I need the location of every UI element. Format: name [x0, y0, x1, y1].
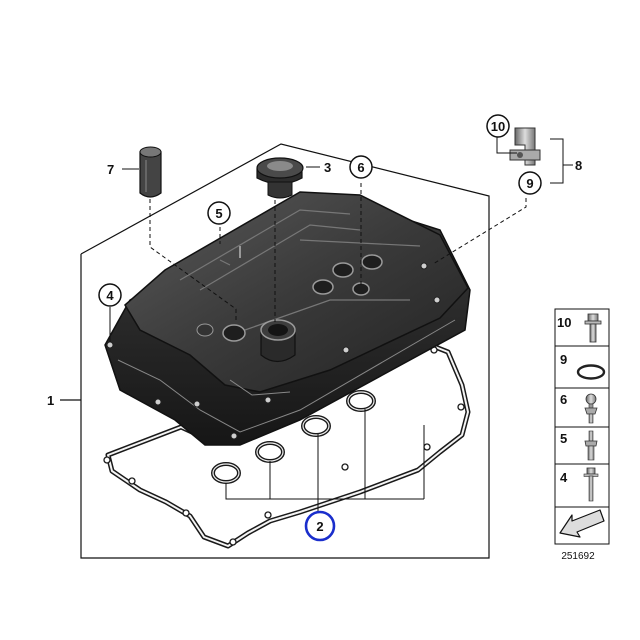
- screw-icon: [583, 467, 599, 502]
- o-ring-icon: [576, 364, 606, 380]
- callout-1: 1: [47, 393, 54, 408]
- legend-num-4: 4: [560, 470, 568, 485]
- bolt-with-washer-icon: [584, 313, 602, 343]
- legend-num-9: 9: [560, 352, 567, 367]
- reference-number: 251692: [561, 551, 595, 562]
- callout-10: 10: [491, 119, 505, 134]
- callout-circles: [98, 114, 542, 307]
- callout-3: 3: [324, 160, 331, 175]
- arrow-down-left-icon: [559, 509, 605, 538]
- part-10-bracket: [509, 127, 541, 166]
- legend-num-6: 6: [560, 392, 567, 407]
- legend-num-10: 10: [557, 315, 571, 330]
- callout-2: 2: [316, 519, 323, 534]
- callout-8: 8: [575, 158, 582, 173]
- assembly-frame: [60, 143, 490, 559]
- dashed-leader-lines: [149, 183, 527, 323]
- parts-legend: 10 9 6 5 4: [554, 308, 610, 545]
- legend-num-5: 5: [560, 431, 567, 446]
- ball-stud-icon: [584, 393, 598, 424]
- seal-rings: [211, 390, 376, 484]
- callout-6: 6: [357, 160, 364, 175]
- oil-filler-neck: [260, 319, 296, 363]
- callout-7: 7: [107, 162, 114, 177]
- callout-5: 5: [215, 206, 222, 221]
- leader-lines: [109, 137, 573, 513]
- callout-4: 4: [106, 288, 114, 303]
- valve-cover: [104, 191, 471, 446]
- callout-2-highlight: [304, 510, 336, 542]
- part-3-oil-cap: [256, 157, 304, 199]
- stud-bolt-icon: [584, 430, 598, 461]
- callout-9: 9: [526, 176, 533, 191]
- part-7-sleeve: [139, 146, 162, 198]
